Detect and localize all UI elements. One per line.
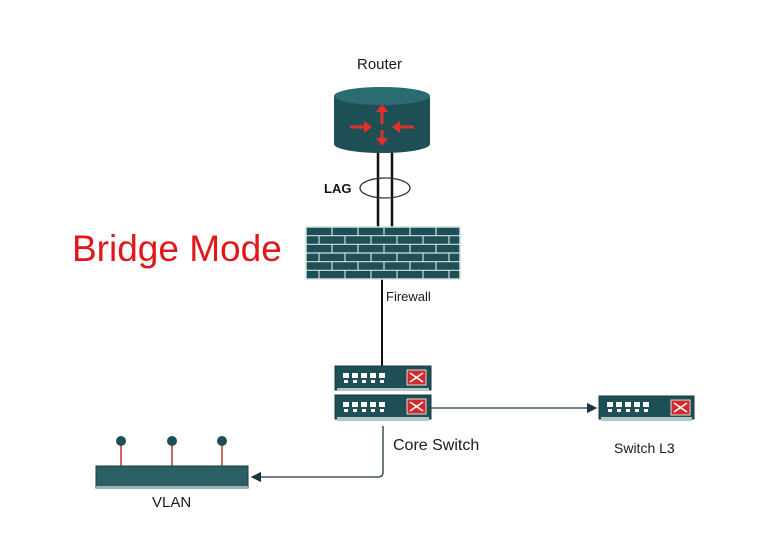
router-icon (334, 87, 430, 153)
switch-l3-label: Switch L3 (614, 440, 675, 456)
firewall-brick-icon (305, 226, 461, 280)
switch-icon (598, 395, 695, 421)
connections (250, 148, 598, 483)
switch-stack-icon (334, 365, 432, 421)
core-switch-label: Core Switch (393, 437, 480, 454)
core-vlan-link (250, 426, 384, 483)
vlan-label: VLAN (152, 494, 192, 511)
lag-ellipse (359, 177, 411, 199)
firewall-label: Firewall (386, 289, 431, 304)
router-label: Router (357, 56, 403, 73)
core-switch-bottom (334, 394, 432, 421)
vlan-bus-icon (95, 436, 249, 489)
diagram-title: Bridge Mode (72, 228, 282, 269)
lag-label: LAG (324, 181, 352, 196)
core-switch-top (334, 365, 432, 391)
